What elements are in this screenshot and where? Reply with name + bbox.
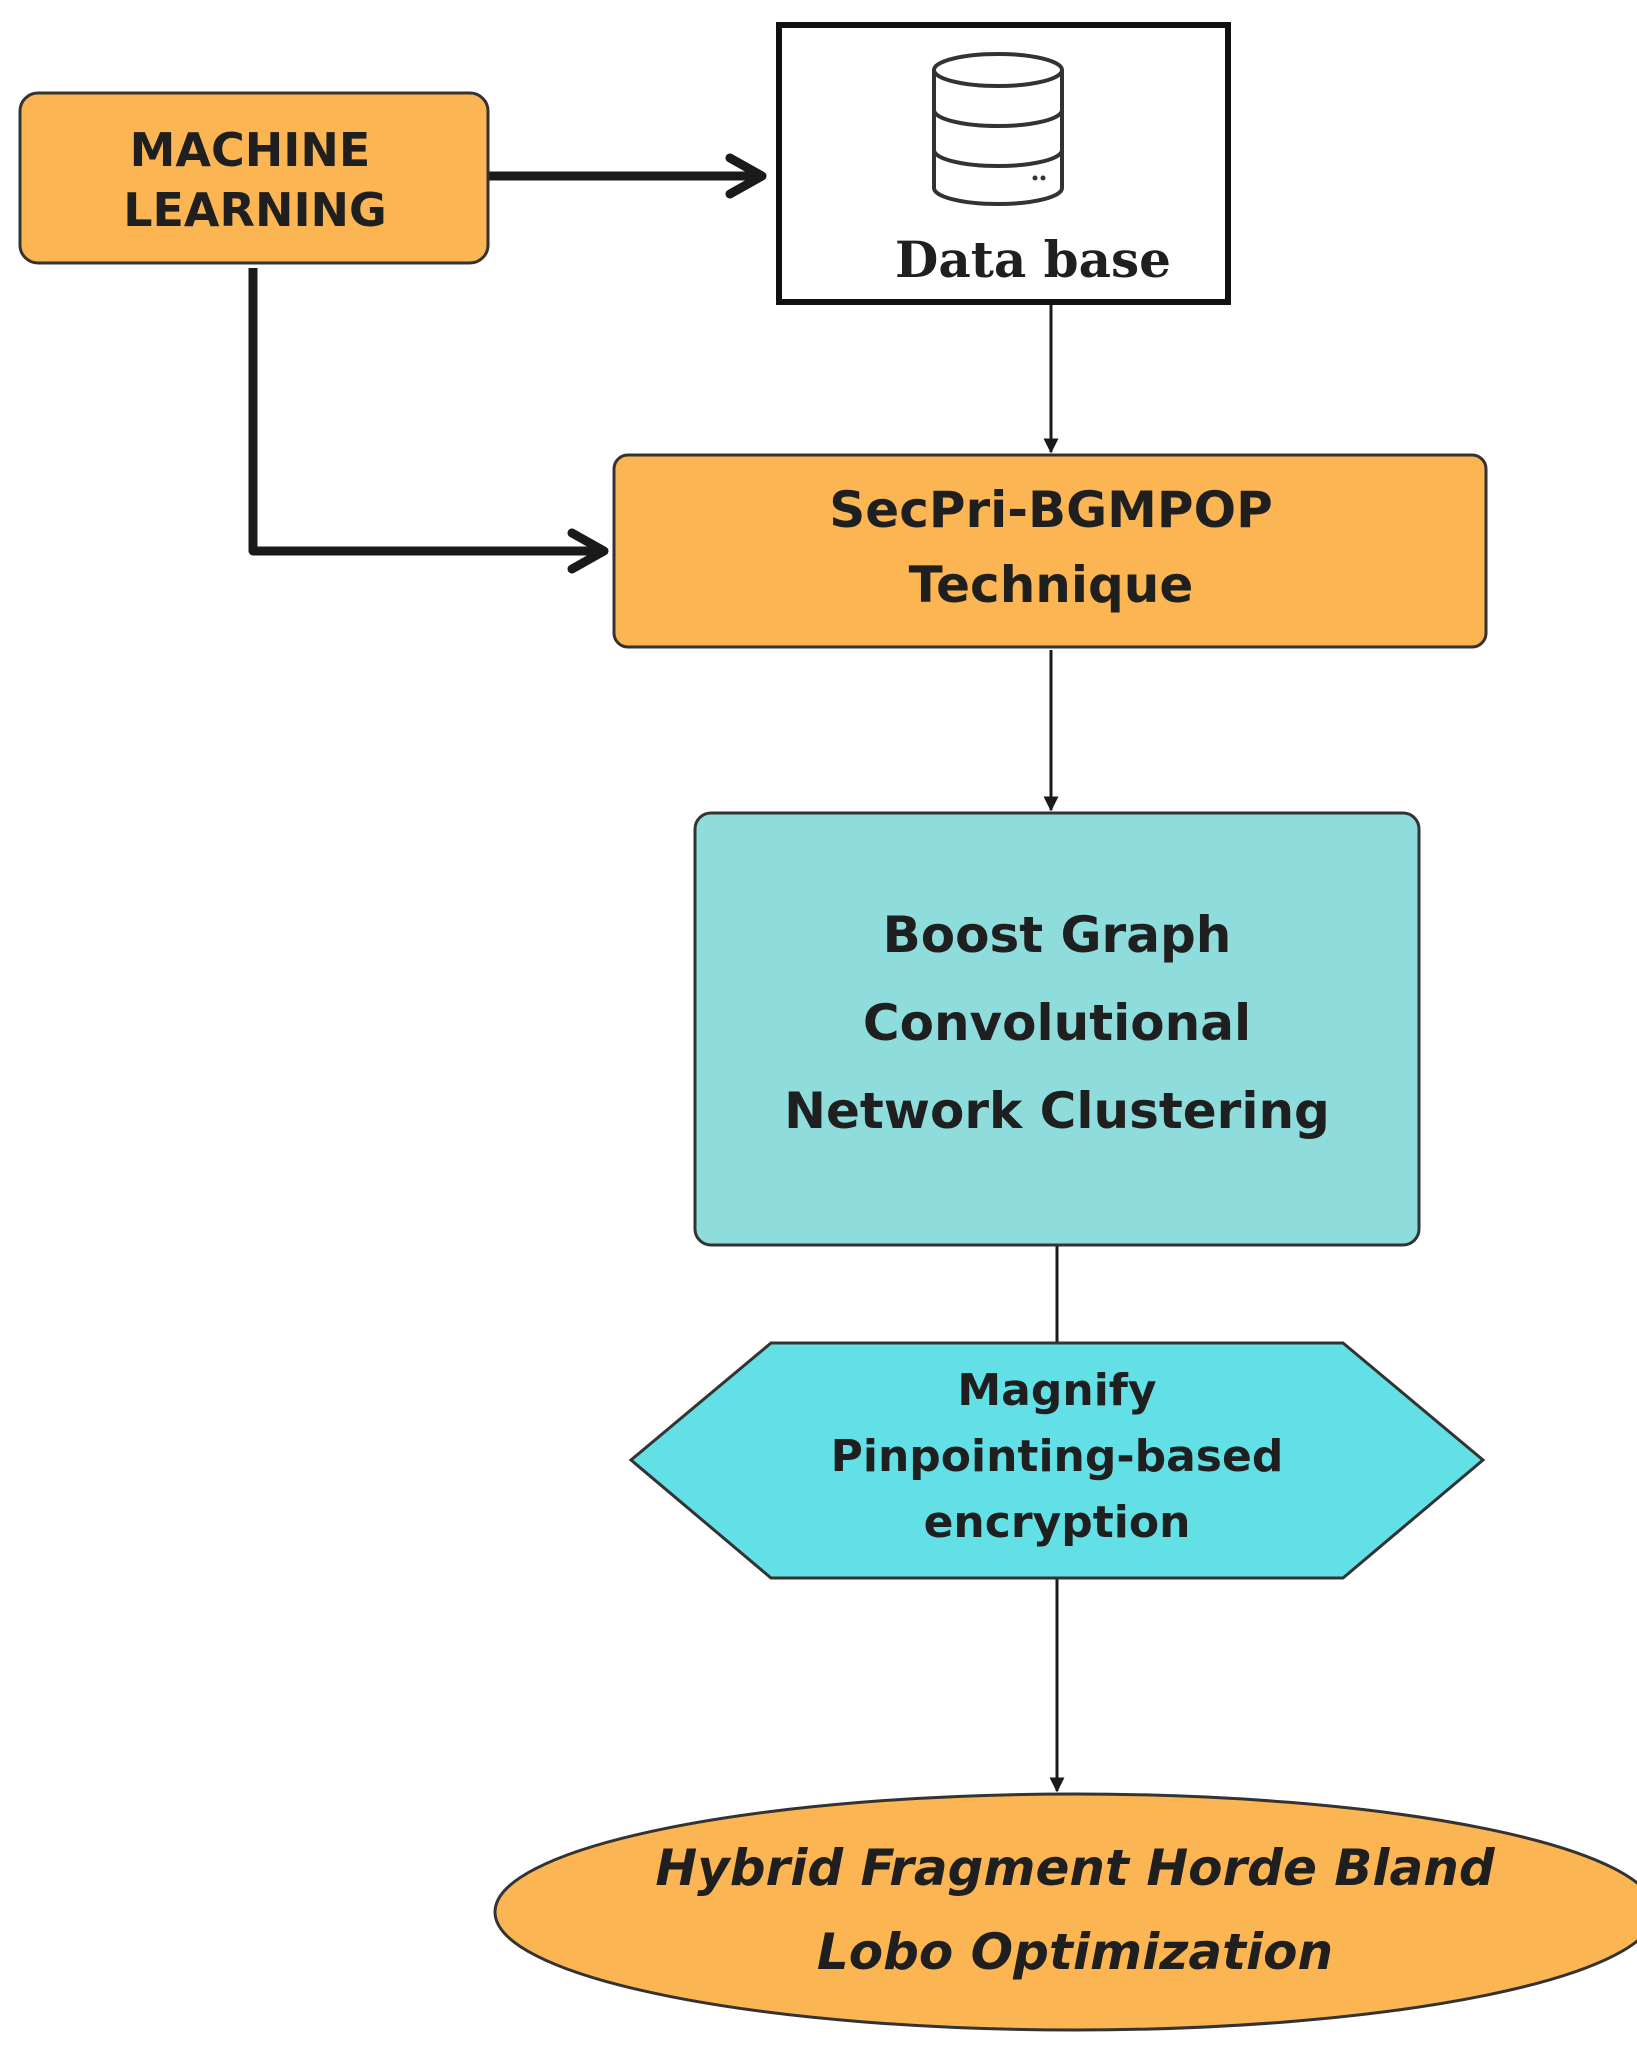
node-hybrid-optimization: Hybrid Fragment Horde Bland Lobo Optimiz…	[493, 1792, 1637, 2032]
node-magnify-encryption: Magnify Pinpointing-based encryption	[628, 1341, 1486, 1580]
secpri-line-2: Technique	[909, 556, 1194, 614]
hybrid-line-1: Hybrid Fragment Horde Bland	[655, 1839, 1496, 1897]
magnify-line-2: Pinpointing-based	[831, 1431, 1284, 1482]
database-icon	[932, 52, 1064, 206]
connectors	[248, 153, 1065, 1793]
node-secpri-technique: SecPri-BGMPOP Technique	[612, 453, 1488, 649]
arrow-ml-to-secpri	[248, 268, 604, 556]
node-database: Data base	[776, 22, 1231, 305]
node-boost-graph: Boost Graph Convolutional Network Cluste…	[693, 811, 1421, 1247]
magnify-line-3: encryption	[924, 1497, 1191, 1548]
secpri-line-1: SecPri-BGMPOP	[829, 481, 1272, 539]
boost-line-1: Boost Graph	[883, 906, 1232, 964]
database-label: Data base	[895, 230, 1171, 289]
hybrid-line-2: Lobo Optimization	[817, 1923, 1333, 1981]
boost-line-2: Convolutional	[863, 994, 1251, 1052]
node-machine-learning: MACHINE LEARNING	[18, 91, 490, 265]
arrowhead-ml-to-secpri	[567, 528, 609, 574]
machine-learning-line-2: LEARNING	[123, 183, 387, 237]
arrowhead-ml-to-database	[725, 153, 767, 199]
machine-learning-line-1: MACHINE	[130, 123, 371, 177]
boost-line-3: Network Clustering	[784, 1082, 1330, 1140]
magnify-line-1: Magnify	[957, 1365, 1156, 1416]
